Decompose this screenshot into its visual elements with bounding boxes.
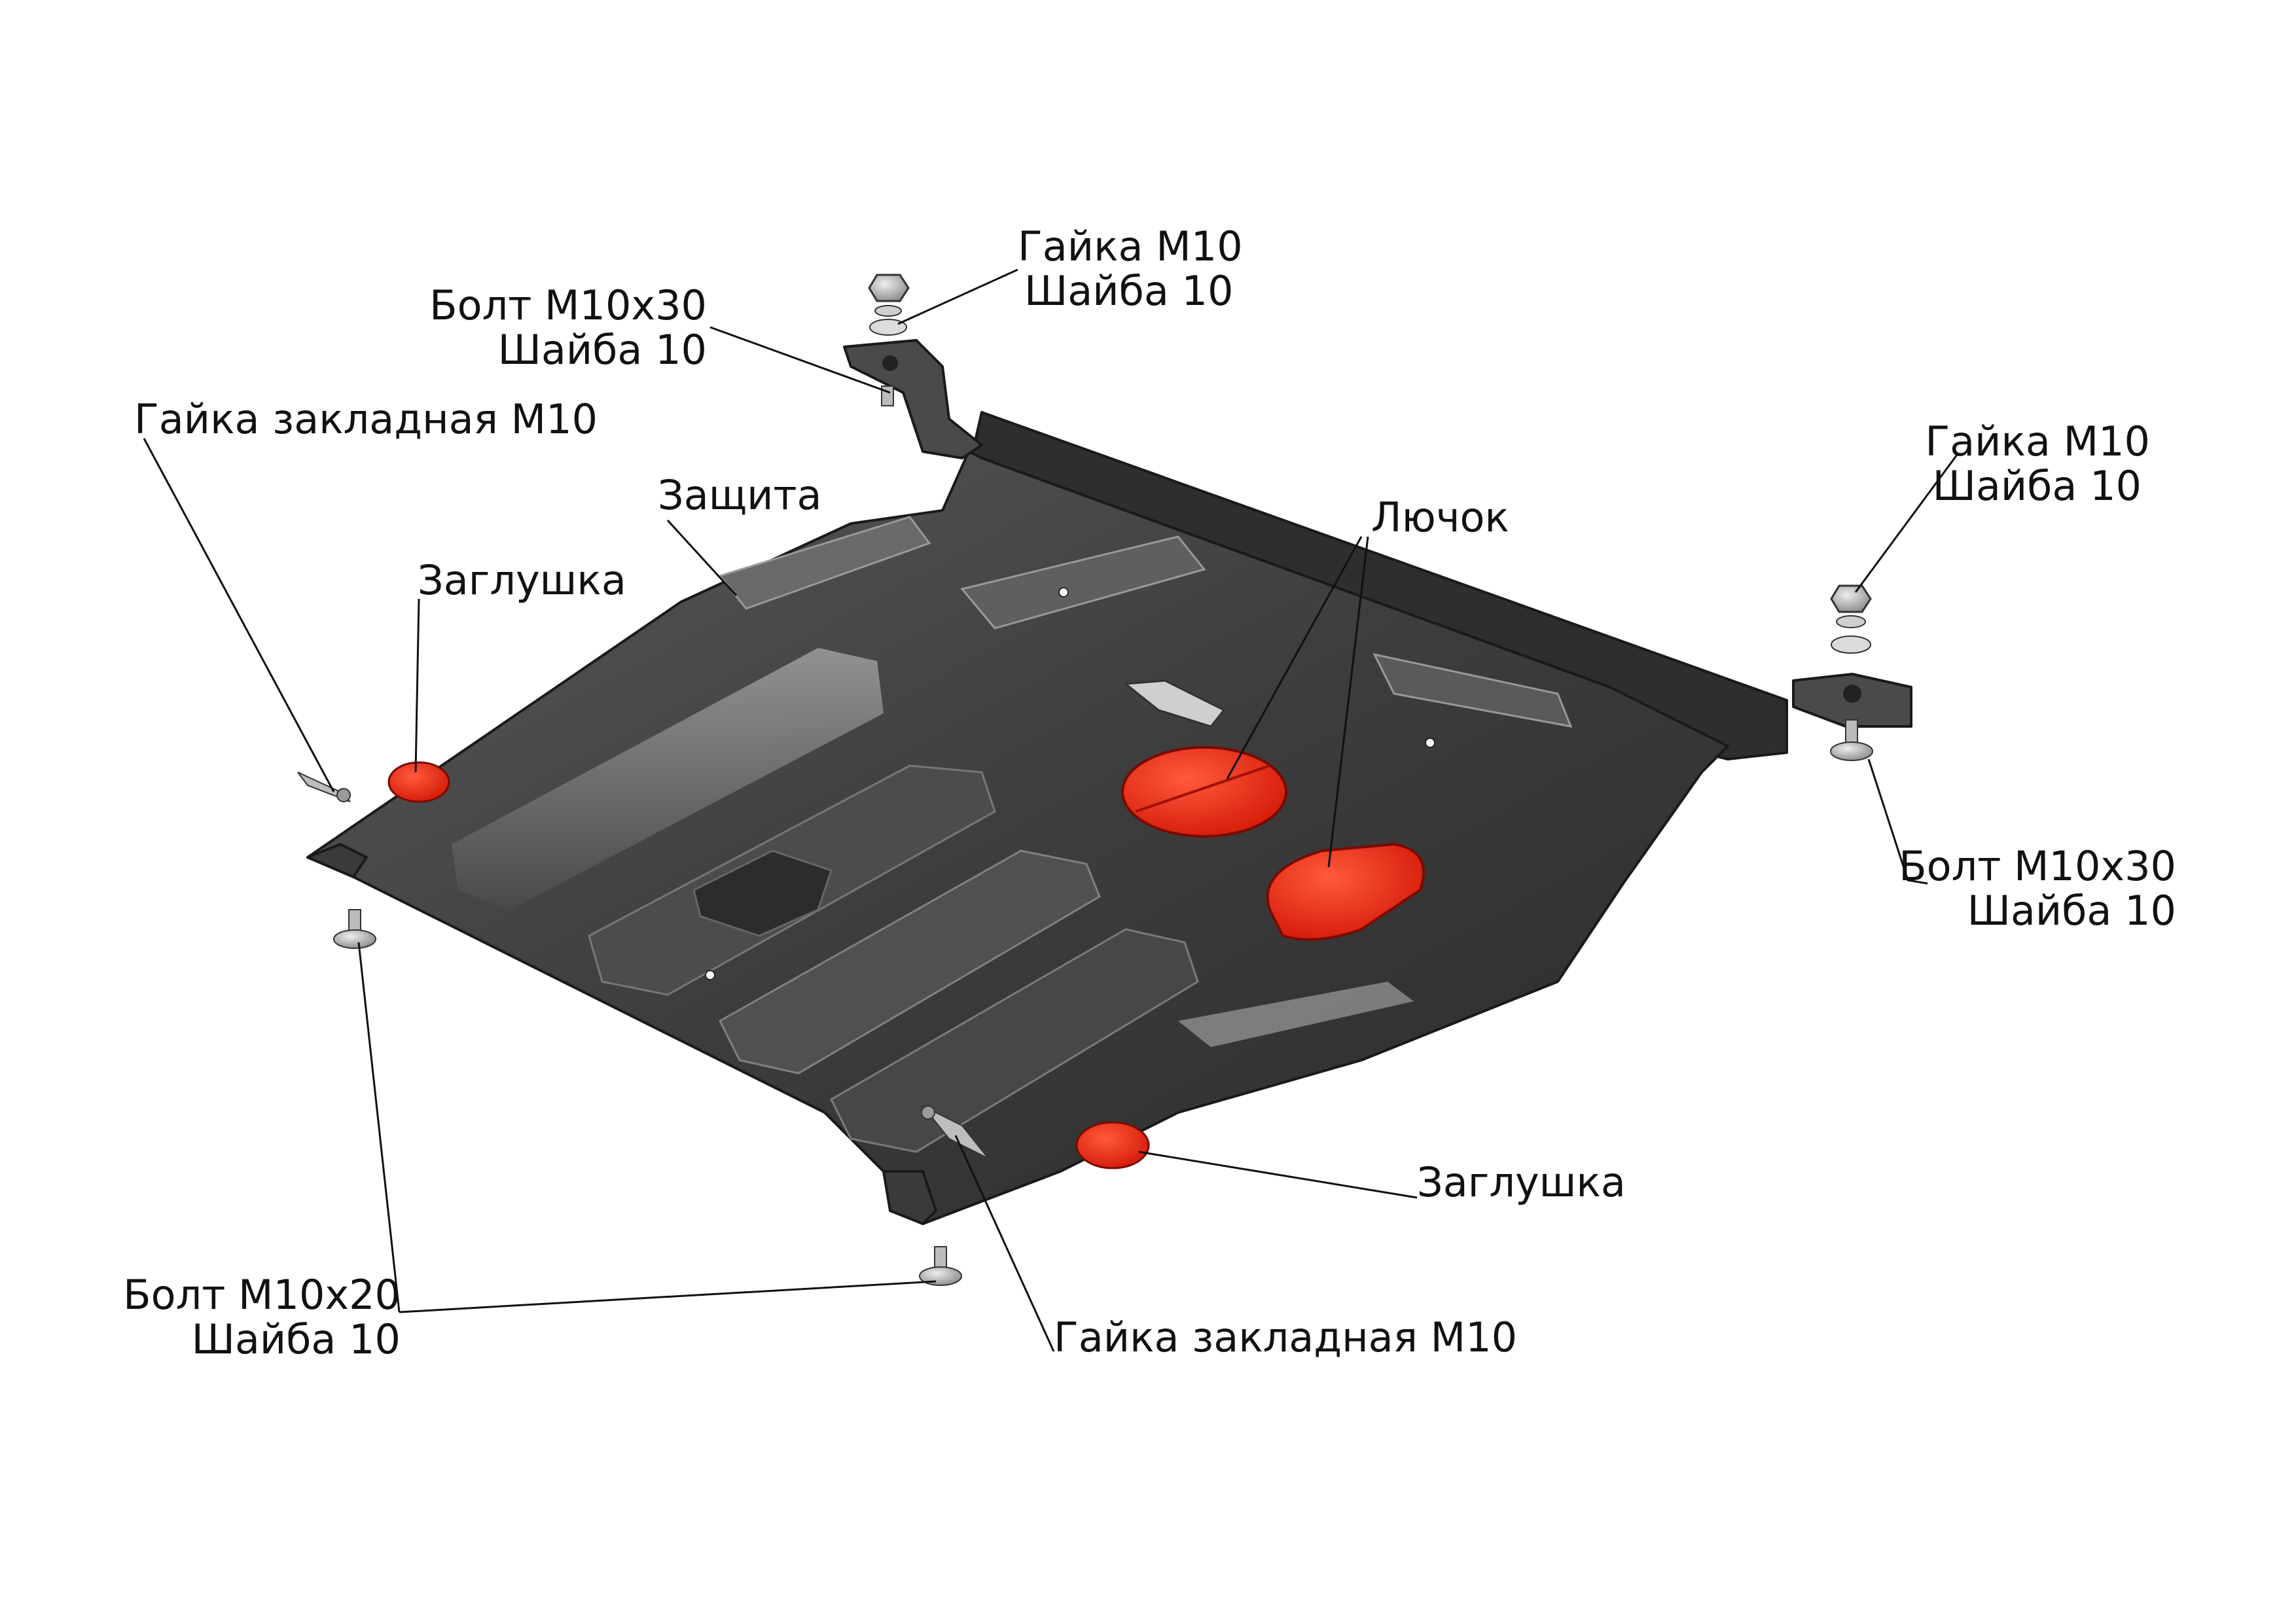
label-bolt-top-line1: Болт М10х30 [429,281,707,329]
bolt-hole [882,355,898,371]
vent-slot [1123,679,1226,728]
rib-3 [719,849,1101,1075]
leader-bolt-right [1867,758,1928,885]
rib-upper-left [718,516,931,610]
bolt-right [1830,719,1873,761]
bolt-top [881,385,894,406]
leader-hatch-1 [1226,536,1363,779]
label-bolt-top-line2: Шайба 10 [498,326,707,374]
mount-hole [1425,738,1435,748]
embedded-nut-left [297,772,351,802]
leader-nut-right [1854,454,1958,593]
label-embedded-nut-bottom: Гайка закладная М10 [1054,1313,1517,1361]
rib-1 [452,648,884,910]
leader-embedded-nut-left [143,438,335,793]
leader-guard [666,519,738,597]
recessed-panel [692,849,833,937]
callout-labels: Гайка М10 Шайба 10 Болт М10х30 Шайба 10 … [123,223,2176,1363]
bolt-bottom-center [919,1246,962,1286]
label-bolt-bottom-line1: Болт М10х20 [123,1271,401,1319]
rib-front [1178,982,1414,1047]
bracket-top [843,339,983,459]
label-bolt-right-line2: Шайба 10 [1967,887,2176,935]
label-bolt-bottom-line2: Шайба 10 [192,1315,401,1363]
nut-top [868,274,910,336]
leader-hatch-2 [1327,536,1369,868]
leader-bolt-top [709,326,891,394]
label-nut-right-line2: Шайба 10 [1933,462,2142,510]
label-plug-left: Заглушка [418,556,626,604]
tab-front-left [306,843,368,878]
bracket-right [1792,673,1912,728]
hatch-round-part [1121,746,1287,838]
leader-plug-bottom [1138,1150,1418,1199]
embedded-nut-bottom [921,1105,989,1159]
mount-hole [705,970,715,980]
rib-4 [830,928,1199,1153]
label-nut-right-line1: Гайка М10 [1925,418,2150,465]
skid-plate [306,411,1788,1225]
nut-right [1830,584,1872,654]
label-bolt-right-line1: Болт М10х30 [1899,842,2176,890]
leader-lines [143,268,1958,1352]
hatch-oval-part [1266,842,1425,941]
label-guard: Защита [658,471,822,519]
label-plug-bottom: Заглушка [1417,1158,1626,1206]
leader-bolt-bottom-center [399,1280,937,1313]
leader-plug-left [414,598,420,773]
rib-upper-mid [960,535,1206,630]
label-nut-top-line2: Шайба 10 [1024,267,1233,315]
bolt-hole [1843,685,1861,703]
label-embedded-nut-left: Гайка закладная М10 [134,395,598,443]
plate-body [306,450,1729,1225]
rib-right [1372,652,1573,728]
leader-embedded-nut-bottom [954,1135,1055,1352]
leader-bolt-bottom-left [357,942,401,1313]
bolt-bottom-left [333,909,376,949]
leader-nut-top [897,268,1018,325]
plug-bottom-part [1075,1121,1150,1169]
label-hatch: Лючок [1371,493,1509,541]
tab-front-center [882,1170,937,1225]
label-nut-top-line1: Гайка М10 [1018,223,1243,270]
plug-left-part [387,761,450,803]
mount-hole [1058,587,1069,597]
